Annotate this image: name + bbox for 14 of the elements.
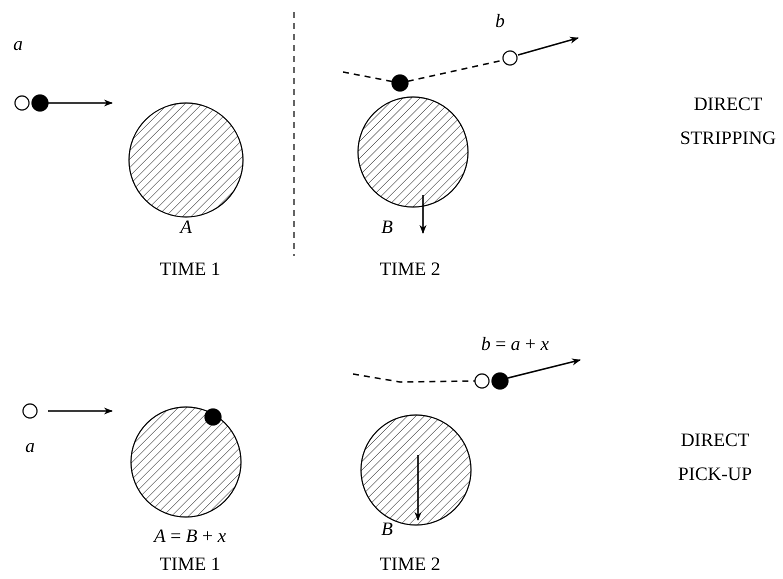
reaction-label: DIRECT PICK-UP	[677, 429, 753, 487]
particle-label: a	[13, 34, 23, 56]
nucleus-label: B	[381, 217, 393, 239]
time-label: TIME 2	[380, 554, 440, 576]
time-label: TIME 1	[160, 259, 220, 281]
equation-label: b = a + x	[481, 334, 549, 356]
time-label: TIME 2	[380, 259, 440, 281]
time-label: TIME 1	[160, 554, 220, 576]
nucleus-label: A	[180, 217, 192, 239]
particle-label: a	[25, 436, 35, 458]
reaction-label: DIRECT STRIPPING	[678, 93, 778, 151]
particle-label: b	[495, 11, 505, 33]
equation-label: A = B + x	[154, 526, 226, 548]
nucleus-label: B	[381, 519, 393, 541]
